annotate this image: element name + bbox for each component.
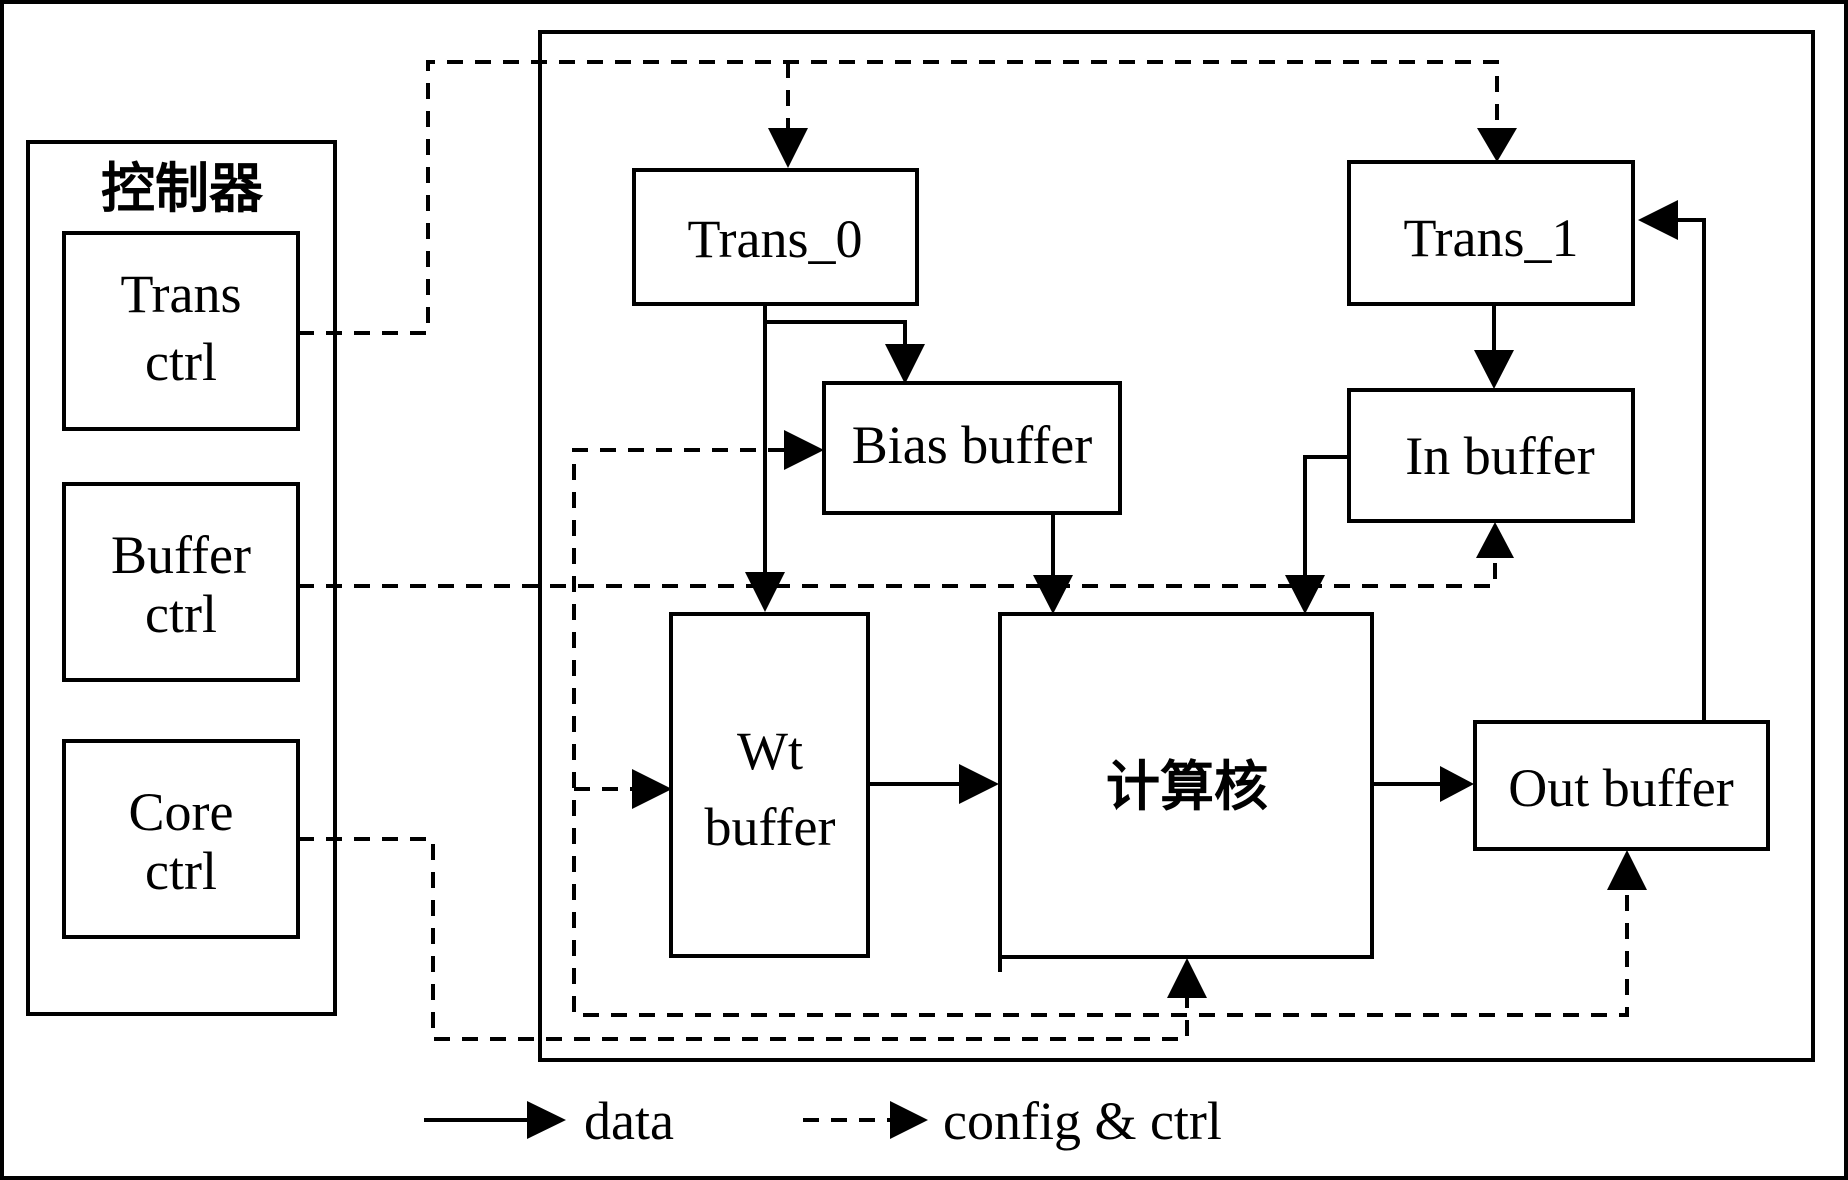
- arrowhead-trans1-data: [1638, 200, 1678, 240]
- controller-title: 控制器: [101, 157, 264, 220]
- in-buffer-box: [1347, 388, 1635, 523]
- arrowhead-core-in-data: [1285, 575, 1325, 614]
- compute-core-box: [998, 612, 1374, 959]
- trans-ctrl-box: [62, 231, 300, 431]
- core-ctrl-line: [298, 837, 1189, 1041]
- buffer-ctrl-line: [298, 558, 1497, 588]
- bias-buffer-box: [822, 381, 1122, 515]
- controller-frame: [26, 140, 337, 1016]
- buffer-ctrl-label-line1: Buffer: [111, 525, 251, 585]
- controller-group: 控制器 Trans ctrl Buffer ctrl Core ctrl: [26, 140, 337, 1016]
- arrowhead-out-buffer-config: [1607, 850, 1647, 890]
- config-ctrl-connectors: [298, 60, 1647, 1041]
- trans-1-label: Trans_1: [1403, 208, 1578, 268]
- arrowhead-in-buffer-config: [1476, 522, 1514, 558]
- arrowhead-bias-buffer-data: [885, 344, 925, 384]
- trans-ctrl-label-line1: Trans: [120, 264, 241, 324]
- wt-buffer-label-line2: buffer: [705, 797, 836, 857]
- arrowhead-trans1-config: [1477, 128, 1517, 162]
- in-buffer-label: In buffer: [1405, 426, 1594, 486]
- legend-config-arrowhead: [890, 1101, 928, 1139]
- trans-ctrl-label-line2: ctrl: [145, 332, 217, 392]
- out-buffer-label: Out buffer: [1508, 758, 1733, 818]
- buffer-ctrl-box: [62, 482, 300, 682]
- arrowhead-core-wt-data: [959, 764, 999, 804]
- compute-core-label: 计算核: [1106, 755, 1268, 818]
- arrowhead-core-config: [1167, 958, 1207, 998]
- arrowhead-out-buffer-data: [1440, 766, 1474, 802]
- out-to-trans1-line: [1678, 218, 1706, 720]
- core-ctrl-label-line2: ctrl: [145, 841, 217, 901]
- arrowhead-trans0-config: [768, 128, 808, 168]
- legend-data-arrowhead: [527, 1101, 566, 1139]
- arrowhead-core-bias-data: [1033, 575, 1073, 614]
- wt-buffer-box: [669, 612, 870, 958]
- legend-data-label: data: [584, 1091, 674, 1151]
- core-ctrl-box: [62, 739, 300, 939]
- wt-buffer-label-line1: Wt: [737, 721, 803, 781]
- arrowhead-bias-buffer-config: [784, 430, 824, 470]
- trans-0-label: Trans_0: [687, 209, 862, 269]
- legend: data config & ctrl: [424, 1091, 1222, 1151]
- arrowhead-wt-buffer-data: [745, 572, 785, 612]
- trans-0-box: [632, 168, 919, 306]
- data-connectors: [745, 200, 1706, 804]
- trans0-to-bias-line: [765, 320, 907, 344]
- core-ctrl-label-line1: Core: [129, 782, 234, 842]
- accelerator-frame: [538, 30, 1815, 1062]
- bias-buffer-label: Bias buffer: [852, 415, 1092, 475]
- in-to-core-line: [1303, 455, 1349, 575]
- blocks: Trans_0 Trans_1 Bias buffer In buffer Wt…: [632, 160, 1770, 972]
- arrowhead-in-buffer-data: [1474, 350, 1514, 389]
- trans-ctrl-line: [298, 60, 1499, 335]
- trans-1-box: [1347, 160, 1635, 306]
- buffer-ctrl-loop: [572, 448, 1629, 1017]
- buffer-ctrl-label-line2: ctrl: [145, 584, 217, 644]
- arrowhead-wt-buffer-config: [632, 769, 672, 809]
- legend-config-label: config & ctrl: [943, 1091, 1222, 1151]
- out-buffer-box: [1473, 720, 1770, 851]
